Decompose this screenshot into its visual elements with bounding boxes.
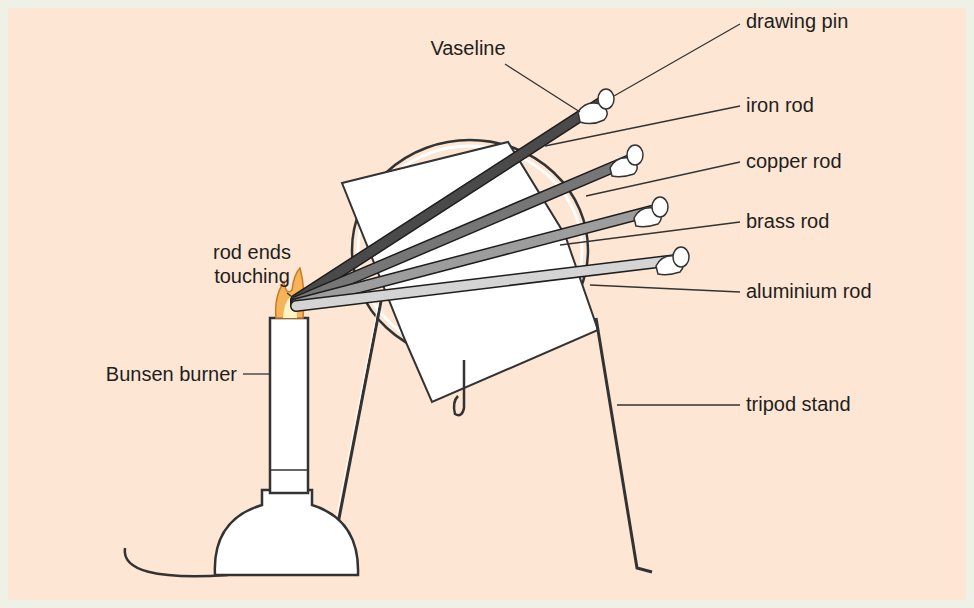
- part-label: copper rod: [746, 149, 842, 173]
- leader-line: [243, 373, 269, 374]
- part-label: drawing pin: [746, 9, 848, 33]
- pins-and-vaseline: [578, 89, 689, 275]
- leader-line: [617, 404, 740, 405]
- drawing-pin: [598, 89, 614, 109]
- aluminium-rod-outline: [296, 260, 676, 306]
- burner-base: [215, 490, 358, 575]
- leader-line: [590, 285, 740, 292]
- part-label: tripod stand: [746, 392, 851, 416]
- leader-line: [505, 64, 580, 112]
- burner-tube: [270, 318, 308, 493]
- drawing-pin: [627, 145, 643, 165]
- metal-rods: [296, 102, 676, 306]
- part-label: rod ends touching: [197, 240, 307, 288]
- drawing-pin: [652, 197, 668, 217]
- hook: [454, 360, 464, 415]
- burner-collar: [270, 469, 308, 471]
- part-label: Vaseline: [430, 36, 505, 60]
- part-label: iron rod: [746, 93, 814, 117]
- aluminium-rod: [296, 260, 676, 306]
- leader-line: [614, 24, 740, 96]
- part-label: Bunsen burner: [106, 362, 237, 386]
- background-panel: [8, 8, 966, 600]
- leader-line: [287, 293, 296, 300]
- drawing-pin: [673, 247, 689, 267]
- leader-lines: [243, 24, 740, 405]
- part-label: aluminium rod: [746, 279, 872, 303]
- part-label: brass rod: [746, 209, 829, 233]
- tripod-leg: [596, 318, 652, 572]
- leader-line: [545, 106, 740, 146]
- leader-line: [560, 222, 740, 245]
- leader-line: [586, 162, 740, 196]
- gas-hose: [125, 548, 228, 576]
